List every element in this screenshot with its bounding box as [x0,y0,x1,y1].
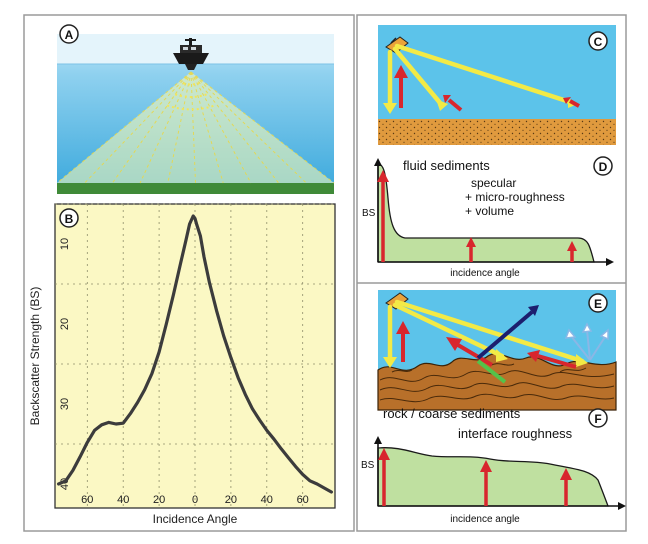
backscatter-arrows-c [399,76,580,112]
panel-e-badge [588,293,608,313]
x-tick-label: 40 [117,494,129,506]
panel-b-badge [59,208,79,228]
panel-d-letter: D [599,160,608,174]
backscatter-arrows-e [401,332,577,369]
incident-beams-e [387,299,585,364]
panel-d-title: fluid sediments [403,158,490,173]
y-tick-label: 30 [59,398,71,410]
panel-f-badge [588,408,608,428]
swath-ray [56,71,192,184]
panel-c-badge [588,31,608,51]
panel-d-line-3: + volume [465,204,514,218]
panel-a: A [56,24,335,194]
panel-d-bs: BS [362,208,376,219]
swath-ray [190,71,224,184]
swath-ray [190,71,307,184]
x-tick-label: 40 [261,494,273,506]
rock-strata [379,363,615,403]
penetration-arrow [476,359,507,384]
bs-arrows-d [381,180,574,262]
incident-beams-c [387,43,576,108]
panel-c-letter: C [594,35,603,49]
x-tick-label: 0 [192,494,198,506]
panel-e: E [377,290,617,411]
rocky-seafloor [377,353,617,411]
seafloor [57,183,334,194]
panel-f: rock / coarse sediments interface roughn… [361,406,626,525]
swath-ray [190,71,335,184]
x-tick-label: 60 [81,494,93,506]
panel-f-xlabel: incidence angle [450,514,520,525]
y-axis-label: Backscatter Strength (BS) [28,287,42,426]
scatter-arrows-e [570,329,606,361]
panel-a-letter: A [65,28,74,42]
specular-arrow [476,310,534,360]
panel-f-letter: F [594,412,601,426]
panel-f-bs: BS [361,460,375,471]
panel-d: fluid sediments specular + micro-roughne… [362,156,614,279]
y-tick-label: 20 [59,318,71,330]
sonar-swath [57,72,334,183]
panel-d-xlabel: incidence angle [450,268,520,279]
x-axis-label: Incidence Angle [153,512,238,526]
swath-ray [139,71,192,184]
panel-e-letter: E [594,297,602,311]
panel-c: C [378,25,616,145]
swath-arc [174,93,208,98]
panel-a-badge [59,24,79,44]
panel-f-subtitle: interface roughness [458,426,573,441]
x-tick-label: 20 [153,494,165,506]
swath-arc [182,82,200,86]
fluid-sediment [378,119,616,145]
panel-f-title: rock / coarse sediments [383,406,521,421]
bs-arrows-f [382,458,568,506]
swath-ray [190,71,196,184]
panel-d-line-2: + micro-roughness [465,190,565,204]
panel-d-badge [593,156,613,176]
panel-b-letter: B [65,212,74,226]
swath-ray [84,71,192,184]
survey-vessel [173,38,209,70]
swath-ray [167,71,192,184]
panel-d-line-1: specular [471,176,516,190]
backscatter-curve [57,214,333,494]
x-tick-label: 20 [225,494,237,506]
bs-curve-f [377,447,609,507]
x-tick-label: 60 [297,494,309,506]
y-tick-label: 10 [59,238,71,250]
swath-ray [111,71,192,184]
